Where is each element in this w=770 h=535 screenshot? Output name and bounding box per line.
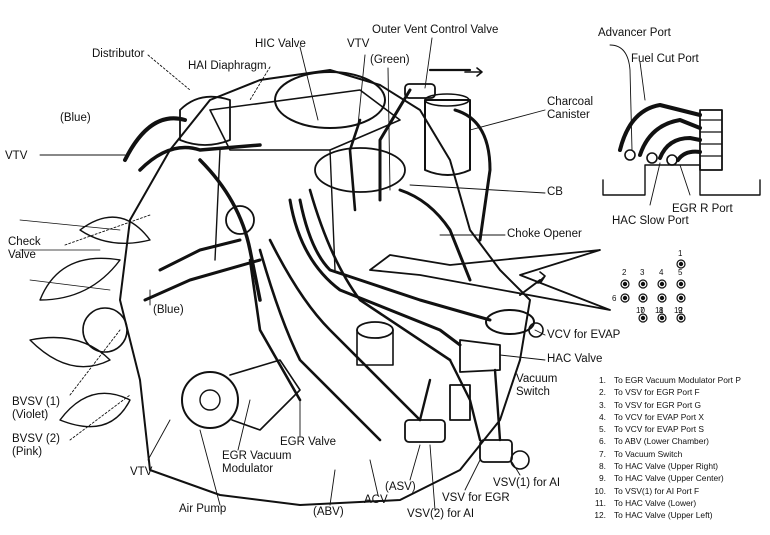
legend-item: 9. To HAC Valve (Upper Center) [586,472,768,484]
label-choke-opener: Choke Opener [507,228,582,240]
legend-item-text: To VSV(1) for AI Port F [614,485,700,496]
label-vtv-left: VTV [5,150,28,162]
label-vacuum-switch: Vacuum Switch [516,373,558,398]
label-hai-diaphragm: HAI Diaphragm [188,60,267,72]
legend-item-number: 12. [594,510,606,521]
legend-item: 11. To HAC Valve (Lower) [586,497,768,509]
label-vcv-for-evap: VCV for EVAP [547,329,621,341]
legend-item: 5. To VCV for EVAP Port S [586,423,768,435]
label-asv: (ASV) [385,481,416,493]
label-vtv-bottom: VTV [130,466,153,478]
port-number-5: 5 [678,268,683,277]
label-charcoal-canister: Charcoal Canister [547,96,594,121]
legend-item: 3. To VSV for EGR Port G [586,399,768,411]
port-number-3: 3 [640,268,645,277]
legend-item-number: 11. [594,497,606,508]
port-number-6: 6 [612,294,617,303]
legend-item-text: To VSV for EGR Port G [614,399,702,410]
label-green: (Green) [370,54,410,66]
legend-item-text: To Vacuum Switch [614,448,683,459]
legend-item-number: 1. [599,375,606,385]
legend-item-text: To HAC Valve (Lower) [614,497,697,508]
label-blue-mid: (Blue) [153,304,184,316]
legend-item-number: 4. [599,411,606,422]
legend-item-number: 3. [599,399,606,410]
legend-item-number: 8. [599,461,606,472]
port-number-1: 1 [678,249,683,258]
label-hac-valve: HAC Valve [547,353,603,365]
label-vtv-top: VTV [347,38,370,50]
label-egr-vacuum-modulator: EGR Vacuum Modulator [222,450,292,475]
label-distributor: Distributor [92,48,145,60]
port-number-11: 11 [655,306,664,315]
legend-item: 12. To HAC Valve (Upper Left) [586,509,768,521]
legend-item: 4. To VCV for EVAP Port X [586,411,768,423]
legend-item: 6. To ABV (Lower Chamber) [586,435,768,447]
label-blue-top: (Blue) [60,112,91,124]
port-number-10: 10 [636,306,645,315]
label-bvsv-2: BVSV (2) (Pink) [12,433,60,458]
legend-item: 2. To VSV for EGR Port F [586,386,768,398]
legend-item-text: To VSV for EGR Port F [614,387,700,398]
label-vsv1-for-ai: VSV(1) for AI [493,477,561,489]
port-number-2: 2 [622,268,627,277]
label-abv: (ABV) [313,506,344,518]
label-egr-r-port: EGR R Port [672,203,733,215]
label-hac-slow-port: HAC Slow Port [612,215,689,227]
legend-item-number: 2. [599,387,606,398]
legend-item: 10. To VSV(1) for AI Port F [586,485,768,497]
label-fuel-cut-port: Fuel Cut Port [631,53,699,65]
label-vsv-for-egr: VSV for EGR [442,492,510,504]
port-number-4: 4 [659,268,664,277]
legend-item-text: To HAC Valve (Upper Left) [614,510,713,521]
legend-item: 7. To Vacuum Switch [586,448,768,460]
label-egr-valve: EGR Valve [280,436,337,448]
label-advancer-port: Advancer Port [598,27,671,39]
port-number-7: 7 [640,306,645,315]
legend-item-text: To EGR Vacuum Modulator Port P [614,375,741,385]
port-number-8: 8 [659,306,664,315]
legend-item-text: To ABV (Lower Chamber) [614,436,709,447]
legend-item-text: To HAC Valve (Upper Right) [614,461,719,472]
label-bvsv-1: BVSV (1) (Violet) [12,396,60,421]
label-hic-valve: HIC Valve [255,38,306,50]
label-vsv2-for-ai: VSV(2) for AI [407,508,475,520]
legend-item-text: To VCV for EVAP Port X [614,411,704,422]
label-air-pump: Air Pump [179,503,227,515]
legend-item-number: 5. [599,424,606,435]
legend-item-number: 6. [599,436,606,447]
legend-item-text: To VCV for EVAP Port S [614,424,704,435]
legend-item-number: 7. [599,448,606,459]
label-cb: CB [547,186,563,198]
label-check-valve: Check Valve [8,236,41,261]
port-legend: 1. To EGR Vacuum Modulator Port P 2. To VSV… [586,374,768,522]
legend-item-number: 10. [594,485,606,496]
legend-item-text: To HAC Valve (Upper Center) [614,473,724,484]
legend-item: 1. To EGR Vacuum Modulator Port P [586,374,768,386]
port-number-9: 9 [678,306,683,315]
port-number-12: 12 [674,306,683,315]
legend-item-number: 9. [599,473,606,484]
legend-item: 8. To HAC Valve (Upper Right) [586,460,768,472]
label-acv: ACV [364,494,388,506]
label-outer-vent-control-valve: Outer Vent Control Valve [372,24,499,36]
